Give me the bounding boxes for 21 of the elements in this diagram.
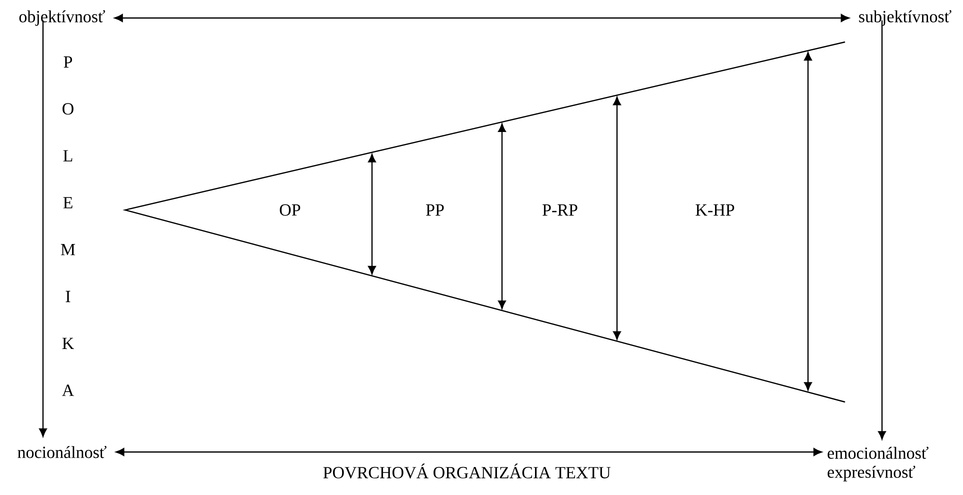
text-label: objektívnosť xyxy=(19,10,105,26)
text-label: nocionálnosť xyxy=(18,446,106,458)
letter: I xyxy=(66,290,70,302)
segment-label: K-HP xyxy=(696,204,734,216)
segment-label: PP xyxy=(426,204,444,216)
letter: M xyxy=(60,244,76,256)
arrow xyxy=(878,20,886,440)
text-label: subjektívnosť xyxy=(859,10,952,26)
text-label: emocionálnosť expresívnosť xyxy=(828,446,928,482)
segment-label: OP xyxy=(280,204,300,216)
edge-label: POVRCHOVÁ ORGANIZÁCIA TEXTU xyxy=(323,464,610,478)
letter: E xyxy=(63,197,72,208)
arrow xyxy=(116,448,822,456)
arrow xyxy=(39,20,47,437)
letter: O xyxy=(62,103,74,115)
letter: P xyxy=(64,56,72,68)
arrow xyxy=(114,14,850,22)
letter: L xyxy=(63,150,72,162)
letter: A xyxy=(62,384,74,396)
letter: K xyxy=(62,338,74,349)
segment-label: P-RP xyxy=(542,204,578,216)
